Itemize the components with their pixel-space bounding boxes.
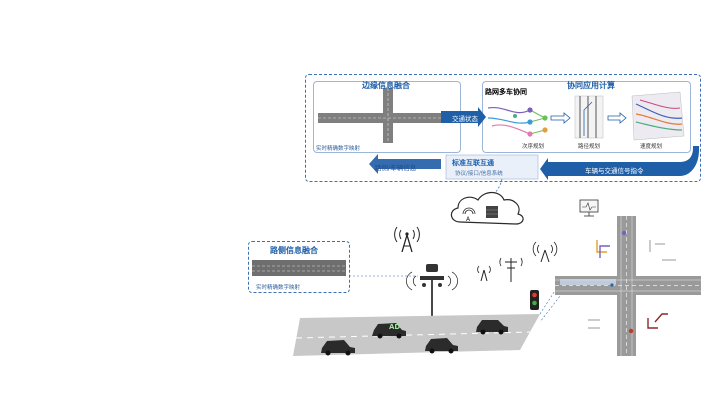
small-tower-icon-1 (477, 265, 491, 282)
roadside-fusion-container (248, 241, 350, 293)
step-speed-label: 速度规划 (640, 144, 663, 150)
av-label: AD (389, 323, 401, 331)
roadside-info-arrow (369, 154, 441, 174)
car-icon-3 (425, 338, 458, 354)
main-road (293, 314, 540, 356)
traffic-state-arrow (441, 107, 486, 127)
edge-road-map (318, 88, 457, 143)
roadside-sensor-pole-icon (406, 264, 458, 318)
vehicle-commands-label: 车辆与交通信号指令 (585, 167, 644, 175)
cloud-edge-container (305, 74, 701, 182)
autonomous-car-icon (372, 323, 406, 339)
network-graph-icon (487, 106, 548, 137)
traffic-light-icon (530, 290, 539, 310)
step-order-label: 次序规划 (522, 144, 545, 150)
intersection-map (555, 216, 701, 356)
edge-fusion-title: 边缘信息融合 (362, 81, 410, 90)
network-title: 路网多车协同 (485, 88, 527, 96)
step-path-label: 路径规划 (578, 144, 601, 150)
roadside-info-label: 路侧/车辆信息 (375, 164, 417, 172)
traffic-state-label: 交通状态 (452, 115, 478, 123)
road-connector (539, 285, 561, 323)
standard-interop-label: 标准互联互通 (452, 159, 494, 167)
small-tower-icon-2 (532, 241, 558, 263)
speed-planning-icon (631, 91, 685, 141)
car-icon-1 (476, 320, 508, 335)
standard-interop-box (445, 154, 539, 180)
standard-interop-sub: 协议/接口/信息系统 (455, 171, 503, 177)
roadside-fusion-caption: 实时精确数字映射 (256, 285, 301, 291)
vehicle-commands-arrow (540, 146, 699, 180)
antenna-tower-icon (394, 226, 420, 253)
roadside-fusion-title: 路侧信息融合 (270, 246, 318, 255)
path-planning-icon (574, 95, 604, 139)
car-icon-2 (321, 340, 355, 356)
cloud-icon: A (450, 191, 524, 225)
monitor-icon (579, 199, 599, 217)
collab-inner-arrows (550, 112, 627, 124)
svg-text:A: A (466, 216, 471, 223)
cell-tower-icon (499, 257, 523, 282)
roadside-road-map (252, 260, 346, 276)
lane-markers (588, 240, 676, 329)
edge-fusion-caption: 实时精确数字映射 (316, 146, 361, 152)
collab-title: 协同应用计算 (567, 81, 615, 90)
